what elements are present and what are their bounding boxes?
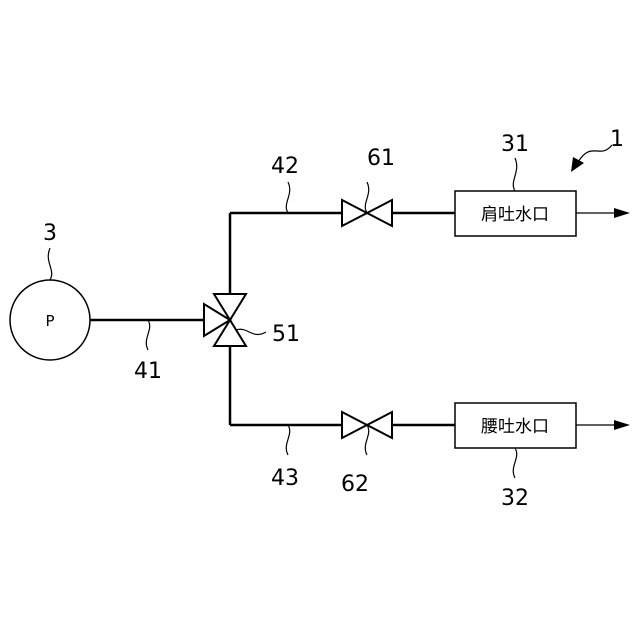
system-1-arrow-line <box>578 145 612 162</box>
pipe-41-label: 41 <box>134 359 162 384</box>
pump-symbol: P <box>45 312 54 330</box>
pipe-41-leader <box>146 320 149 350</box>
pipe-42-label: 42 <box>271 154 299 179</box>
outlet-32-label: 32 <box>501 486 529 511</box>
valve-62-leader <box>365 425 368 455</box>
system-1-arrowhead <box>571 157 584 172</box>
valve-62-label: 62 <box>341 472 369 497</box>
valve-51-leader <box>236 329 266 334</box>
pipe-43-label: 43 <box>271 466 299 491</box>
outlet-32-text: 腰吐水口 <box>481 417 549 437</box>
outlet-31-label: 31 <box>501 132 529 157</box>
valve-61-leader <box>365 182 368 213</box>
outlet-31-arrowhead <box>614 208 630 218</box>
pipe-42-leader <box>286 182 289 213</box>
pump-leader <box>48 248 51 280</box>
system-1-label: 1 <box>610 127 624 152</box>
outlet-32-leader <box>513 448 516 478</box>
valve-61-label: 61 <box>367 146 395 171</box>
three-way-valve-51 <box>204 294 246 346</box>
pipe-43-leader <box>286 425 289 455</box>
outlet-32-arrowhead <box>614 420 630 430</box>
outlet-31-leader <box>513 158 516 191</box>
outlet-31-text: 肩吐水口 <box>481 205 549 225</box>
pump-ref-label: 3 <box>43 221 57 246</box>
valve-51-label: 51 <box>272 322 300 347</box>
